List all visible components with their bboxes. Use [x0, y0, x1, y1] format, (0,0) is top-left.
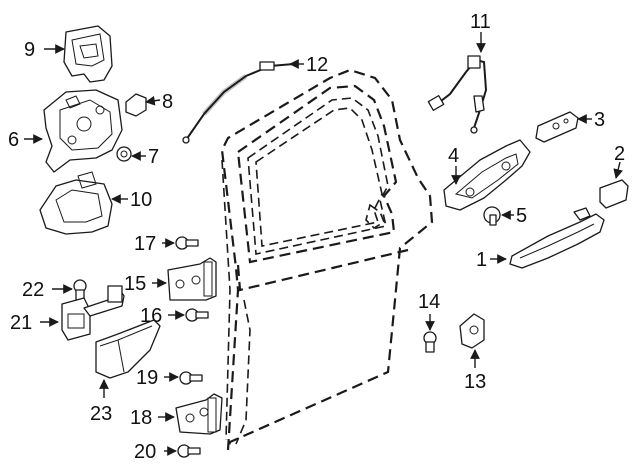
part-1-outside-handle [490, 207, 605, 269]
part-12-release-cable [182, 59, 304, 144]
callout-labels: 9 8 6 7 10 12 11 3 4 2 5 1 17 15 16 22 2… [8, 11, 625, 463]
callout-17: 17 [134, 233, 156, 255]
part-13-striker [459, 313, 485, 368]
callout-4: 4 [448, 145, 459, 167]
callout-13: 13 [464, 371, 486, 393]
callout-20: 20 [134, 441, 156, 463]
part-9-lock-bracket [44, 25, 113, 83]
part-7-screw [116, 146, 146, 162]
part-10-latch-cover [39, 171, 128, 235]
callout-2: 2 [614, 143, 625, 165]
part-3-handle-bezel [535, 111, 592, 143]
rear-door-outline [220, 68, 434, 451]
callout-3: 3 [594, 109, 605, 131]
part-17-bolt [162, 236, 199, 250]
callout-11: 11 [470, 11, 491, 33]
part-14-striker-bolt [423, 314, 437, 353]
callout-23: 23 [90, 403, 112, 425]
callout-7: 7 [148, 146, 159, 168]
callout-1: 1 [476, 249, 487, 271]
part-15-upper-hinge [152, 257, 217, 301]
callout-21: 21 [10, 312, 32, 334]
part-20-bolt [164, 444, 201, 458]
part-4-handle-frame [443, 139, 531, 211]
part-2-key-cylinder-cap [599, 161, 629, 209]
callout-16: 16 [140, 305, 162, 327]
callout-8: 8 [162, 91, 173, 113]
part-5-bolt [483, 206, 514, 226]
callout-19: 19 [136, 367, 158, 389]
callout-9: 9 [24, 39, 35, 61]
part-11-inside-release-cable [427, 32, 488, 134]
callout-10: 10 [130, 189, 152, 211]
part-6-door-latch [24, 89, 123, 173]
callout-18: 18 [130, 407, 152, 429]
callout-5: 5 [516, 205, 527, 227]
callout-6: 6 [8, 129, 19, 151]
callout-22: 22 [22, 279, 44, 301]
callout-12: 12 [306, 54, 328, 76]
part-22-bolt [52, 279, 87, 301]
callout-14: 14 [418, 291, 440, 313]
part-8-grommet [125, 93, 161, 117]
part-18-lower-hinge [158, 393, 223, 435]
part-19-bolt [164, 371, 203, 385]
callout-15: 15 [124, 273, 146, 295]
part-21-door-check [40, 285, 125, 341]
part-16-bolt [168, 308, 209, 322]
part-23-check-bracket [95, 319, 161, 398]
